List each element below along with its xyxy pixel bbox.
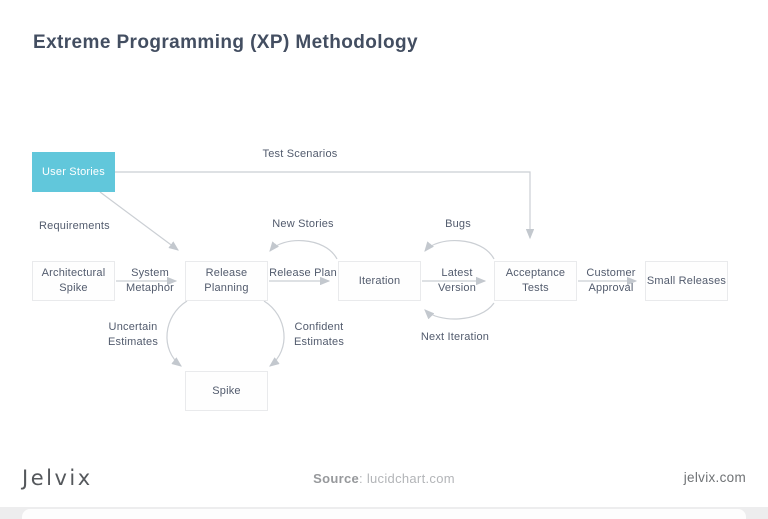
- page-title: Extreme Programming (XP) Methodology: [33, 32, 418, 53]
- bottom-card-top: [22, 509, 746, 519]
- source-credit: Source: lucidchart.com: [0, 471, 768, 486]
- website-link[interactable]: jelvix.com: [683, 470, 746, 485]
- source-label: Source: [313, 471, 360, 486]
- label-test-scenarios: Test Scenarios: [262, 148, 338, 160]
- node-small-releases: Small Releases: [645, 261, 728, 301]
- label-new-stories: New Stories: [272, 218, 334, 230]
- bottom-card-edge: [0, 507, 768, 519]
- source-value: : lucidchart.com: [359, 471, 455, 486]
- node-spike: Spike: [185, 371, 268, 411]
- label-system-metaphor: System Metaphor: [125, 267, 175, 294]
- label-next-iteration: Next Iteration: [420, 331, 490, 343]
- label-latest-version: Latest Version: [437, 267, 477, 294]
- node-release-planning: Release Planning: [185, 261, 268, 301]
- label-release-plan: Release Plan: [269, 267, 337, 279]
- node-acceptance-tests: Acceptance Tests: [494, 261, 577, 301]
- node-iteration: Iteration: [338, 261, 421, 301]
- node-architectural-spike: Architectural Spike: [32, 261, 115, 301]
- label-uncertain-estimates: Uncertain Estimates: [107, 321, 159, 348]
- jelvix-logo: Jelvix: [22, 466, 93, 490]
- label-customer-approval: Customer Approval: [586, 267, 636, 294]
- node-user-stories: User Stories: [32, 152, 115, 192]
- label-requirements: Requirements: [39, 220, 110, 232]
- label-confident-estimates: Confident Estimates: [293, 321, 345, 348]
- label-bugs: Bugs: [445, 218, 471, 230]
